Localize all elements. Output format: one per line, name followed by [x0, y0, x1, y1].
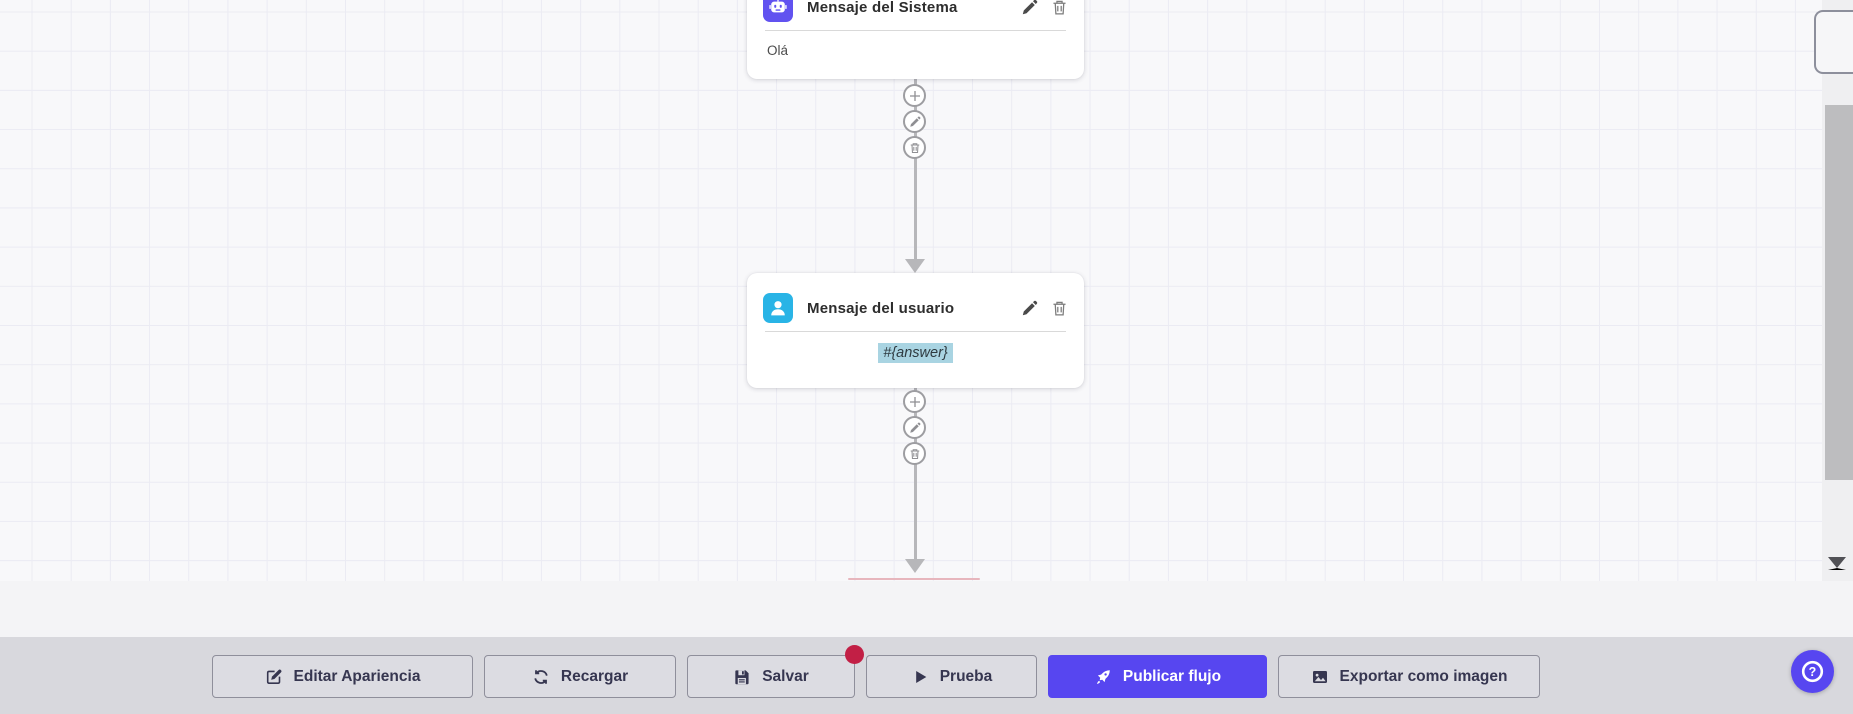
save-icon — [735, 669, 749, 684]
flow-connector-line — [913, 79, 917, 260]
node-system-message[interactable]: Mensaje del Sistema Olá — [747, 0, 1084, 79]
node-header: Mensaje del usuario — [747, 273, 1084, 323]
scrollbar-thumb[interactable] — [1825, 105, 1853, 480]
button-label: Exportar como imagen — [1339, 667, 1508, 685]
node-body-text: #{answer} — [747, 332, 1084, 375]
add-node-button[interactable] — [903, 84, 926, 107]
help-button[interactable]: ? — [1791, 650, 1834, 693]
rocket-icon — [1096, 669, 1110, 684]
button-label: Recargar — [560, 667, 629, 685]
user-icon — [763, 293, 793, 323]
image-icon — [1312, 670, 1327, 683]
export-image-button[interactable]: Exportar como imagen — [1278, 655, 1540, 698]
question-icon: ? — [1801, 660, 1824, 683]
edit-node-icon[interactable] — [1021, 300, 1038, 317]
bot-icon — [763, 0, 793, 22]
publish-flow-button[interactable]: Publicar flujo — [1048, 655, 1267, 698]
flow-canvas[interactable]: Mensaje del Sistema Olá — [0, 0, 1853, 581]
connector-actions — [903, 84, 926, 159]
edit-appearance-button[interactable]: Editar Apariencia — [212, 655, 473, 698]
delete-connection-button[interactable] — [903, 442, 926, 465]
connector-actions — [903, 390, 926, 465]
node-body-text: Olá — [767, 43, 789, 58]
partial-node-top-edge — [848, 578, 980, 580]
node-title: Mensaje del usuario — [807, 299, 955, 317]
edit-node-icon[interactable] — [1021, 0, 1038, 16]
node-title: Mensaje del Sistema — [807, 0, 958, 16]
vertical-scrollbar[interactable] — [1822, 0, 1853, 581]
delete-node-icon[interactable] — [1051, 300, 1068, 317]
button-label: Salvar — [762, 667, 809, 685]
node-divider — [765, 331, 1066, 332]
node-user-message[interactable]: Mensaje del usuario #{answer} — [747, 273, 1084, 388]
button-label: Publicar flujo — [1122, 667, 1222, 685]
svg-text:?: ? — [1809, 665, 1817, 679]
button-label: Prueba — [939, 667, 993, 685]
refresh-icon — [534, 669, 548, 684]
reload-button[interactable]: Recargar — [484, 655, 676, 698]
button-label: Editar Apariencia — [293, 667, 421, 685]
delete-node-icon[interactable] — [1051, 0, 1068, 16]
flow-arrowhead-icon — [905, 259, 925, 273]
unsaved-changes-badge — [845, 645, 864, 664]
cropped-corner-panel — [1814, 10, 1853, 74]
edit-square-icon — [266, 669, 281, 684]
add-node-button[interactable] — [903, 390, 926, 413]
variable-chip: #{answer} — [878, 343, 953, 363]
test-button[interactable]: Prueba — [866, 655, 1037, 698]
flow-connector-line — [913, 388, 917, 560]
node-header: Mensaje del Sistema — [747, 0, 1084, 22]
delete-connection-button[interactable] — [903, 136, 926, 159]
flow-arrowhead-icon — [905, 559, 925, 573]
edit-connection-button[interactable] — [903, 110, 926, 133]
bottom-toolbar: Editar Apariencia Recargar Salvar — [0, 637, 1853, 714]
scroll-down-button[interactable] — [1828, 557, 1846, 570]
save-button[interactable]: Salvar — [687, 655, 855, 698]
node-divider — [765, 30, 1066, 31]
edit-connection-button[interactable] — [903, 416, 926, 439]
lower-spacer-band — [0, 581, 1853, 637]
play-icon — [915, 670, 927, 683]
